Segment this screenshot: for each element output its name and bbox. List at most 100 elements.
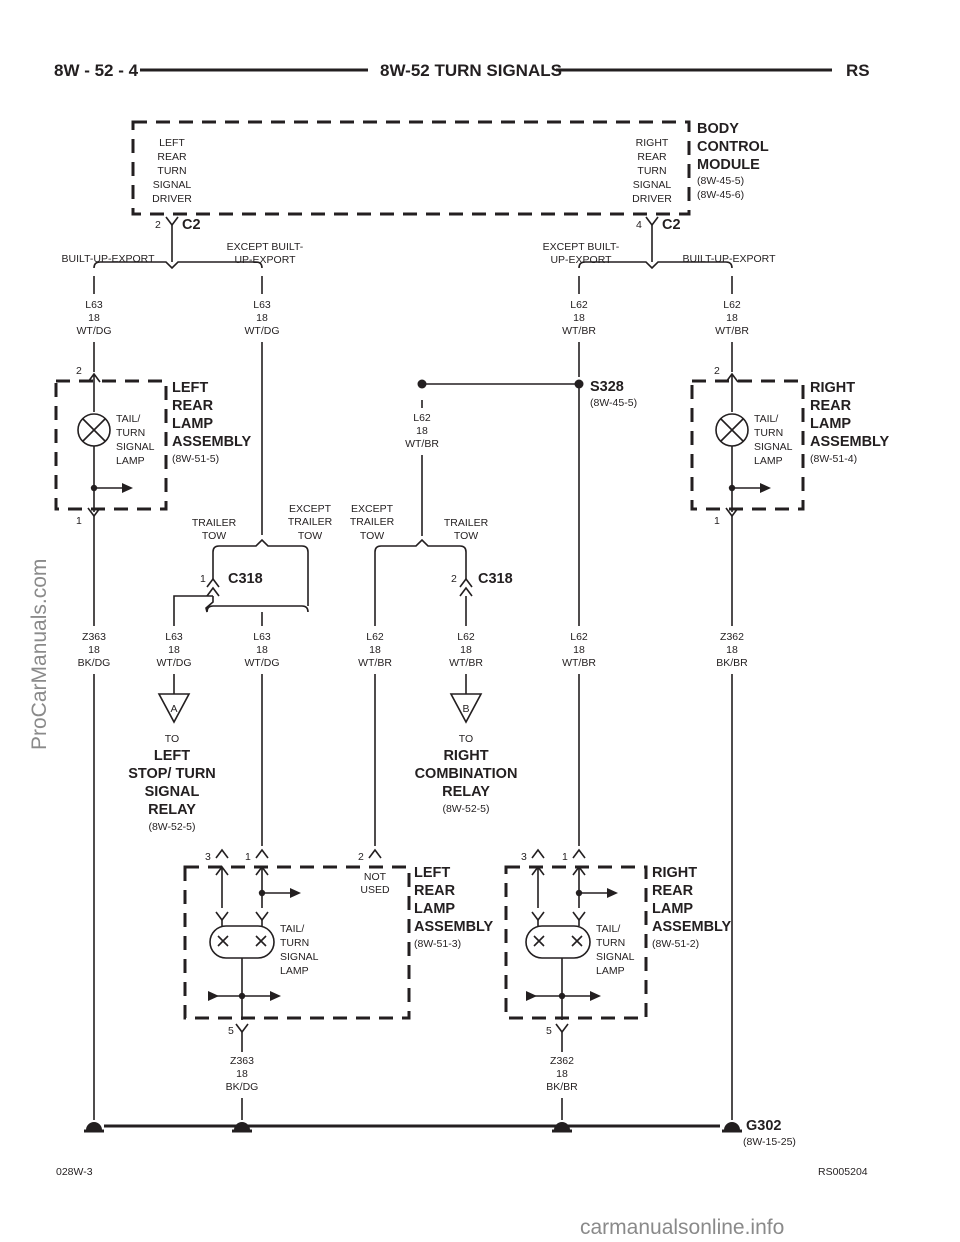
wire-labels-middle: Z363 18 BK/DG L63 18 WT/DG L63 18 WT/DG … xyxy=(78,631,749,669)
c318-pin-2: 2 xyxy=(451,573,457,585)
bcm-right-pin: 4 xyxy=(636,219,642,231)
wire-l63-a-color: WT/DG xyxy=(77,325,112,337)
left-lower-tail-arrow-icon xyxy=(290,888,301,898)
right-lower-bulb-label-3: SIGNAL xyxy=(596,951,635,963)
wire-l62-c-color: WT/BR xyxy=(358,657,392,669)
wire-l62-b-gauge: 18 xyxy=(726,312,738,324)
body-control-module: LEFT REAR TURN SIGNAL DRIVER RIGHT REAR … xyxy=(131,120,769,233)
wire-l63-d-gauge: 18 xyxy=(256,644,268,656)
bcm-outline xyxy=(131,120,691,216)
wire-l62-splice-gauge: 18 xyxy=(416,425,428,437)
right-rear-lamp-assembly-upper: 2 TAIL/ TURN SIGNAL LAMP RIGHT REAR LAMP… xyxy=(690,365,890,626)
right-lower-name-1: RIGHT xyxy=(652,865,697,881)
right-lamp-name-2: REAR xyxy=(810,398,852,414)
left-lower-bulb-icon xyxy=(209,925,275,959)
right-except-trailer-2: TRAILER xyxy=(350,516,395,528)
wire-runs xyxy=(93,342,733,626)
left-lamp-pin-2: 2 xyxy=(76,365,82,377)
left-lamp-ref: (8W-51-5) xyxy=(172,453,219,465)
right-bulb-label-2: TURN xyxy=(754,427,783,439)
right-bulb-label-4: LAMP xyxy=(754,455,783,467)
left-trailer-branch: TRAILER TOW EXCEPT TRAILER TOW 1 C318 xyxy=(173,503,333,626)
c318-right-name: C318 xyxy=(478,571,513,587)
wire-z363-b-color: BK/DG xyxy=(226,1081,259,1093)
right-driver-label-2: REAR xyxy=(637,151,667,163)
footer-right-code: RS005204 xyxy=(818,1166,868,1178)
left-driver-label-1: LEFT xyxy=(159,137,185,149)
wire-l62-c-gauge: 18 xyxy=(369,644,381,656)
page-header: 8W - 52 - 4 8W-52 TURN SIGNALS RS xyxy=(54,61,870,80)
bcm-right-connector: C2 xyxy=(662,217,681,233)
right-relay-name-1: RIGHT xyxy=(443,748,488,764)
wire-z363-b-gauge: 18 xyxy=(236,1068,248,1080)
wire-l62-a: L62 xyxy=(570,299,588,311)
right-except-trailer-1: EXCEPT xyxy=(351,503,394,515)
bcm-left-connector: C2 xyxy=(182,217,201,233)
side-watermark: ProCarManuals.com xyxy=(28,559,51,750)
left-lower-pin-1: 1 xyxy=(245,851,251,863)
bcm-name-3: MODULE xyxy=(697,157,760,173)
wire-l63-c: L63 xyxy=(165,631,183,643)
right-lamp-pin-2: 2 xyxy=(714,365,720,377)
right-lower-ref: (8W-51-2) xyxy=(652,938,699,950)
left-except-trailer-3: TOW xyxy=(298,530,322,542)
left-driver-label-5: DRIVER xyxy=(152,193,192,205)
left-lower-bulb-label-4: LAMP xyxy=(280,965,309,977)
wire-l63-a-gauge: 18 xyxy=(88,312,100,324)
bcm-right-terminal xyxy=(645,216,659,227)
left-lower-bulb-label-1: TAIL/ xyxy=(280,923,304,935)
bottom-watermark: carmanualsonline.info xyxy=(580,1216,784,1239)
wire-runs-lower xyxy=(93,674,733,1120)
left-bulb-label-4: LAMP xyxy=(116,455,145,467)
c318-pin-1: 1 xyxy=(200,573,206,585)
wire-z363-b: Z363 xyxy=(230,1055,254,1067)
ground-ref: (8W-15-25) xyxy=(743,1136,796,1148)
wire-z363-a-gauge: 18 xyxy=(88,644,100,656)
right-relay-name-3: RELAY xyxy=(442,784,490,800)
left-built-up-export-label: BUILT-UP-EXPORT xyxy=(62,253,156,265)
right-driver-label-1: RIGHT xyxy=(636,137,669,149)
right-relay-tag: B xyxy=(462,703,469,715)
wire-l62-d: L62 xyxy=(457,631,475,643)
left-ground-arrow-icon xyxy=(122,483,133,493)
wire-l62-b: L62 xyxy=(723,299,741,311)
left-lower-bulb-label-3: SIGNAL xyxy=(280,951,319,963)
right-lamp-pin-1: 1 xyxy=(714,515,720,527)
right-lower-tail-arrow-icon xyxy=(607,888,618,898)
right-lamp-name-1: RIGHT xyxy=(810,380,855,396)
bcm-left-terminal xyxy=(165,216,179,227)
right-driver-label-4: SIGNAL xyxy=(633,179,672,191)
wire-l63-c-gauge: 18 xyxy=(168,644,180,656)
right-relay-ref: (8W-52-5) xyxy=(442,803,489,815)
bcm-name-2: CONTROL xyxy=(697,139,769,155)
right-rear-lamp-assembly-lower: 3 1 TAIL/ TURN SIGNAL LAMP RIGHT REAR LA… xyxy=(504,848,732,1120)
wire-z362-a-color: BK/BR xyxy=(716,657,748,669)
ground-g302: G302 (8W-15-25) xyxy=(84,1118,796,1148)
left-trailer-tow-2: TOW xyxy=(202,530,226,542)
left-lower-ground-arrow-out-icon xyxy=(270,991,281,1001)
wire-l62-e-color: WT/BR xyxy=(562,657,596,669)
left-lamp-name-4: ASSEMBLY xyxy=(172,434,252,450)
left-lower-not-used-1: NOT xyxy=(364,871,387,883)
left-lower-bulb-label-2: TURN xyxy=(280,937,309,949)
left-lamp-name-2: REAR xyxy=(172,398,214,414)
wire-z362-a-gauge: 18 xyxy=(726,644,738,656)
left-relay-tag: A xyxy=(170,703,177,715)
ground-name: G302 xyxy=(746,1118,781,1134)
left-except-trailer-2: TRAILER xyxy=(288,516,333,528)
wire-l62-d-color: WT/BR xyxy=(449,657,483,669)
wire-l62-d-gauge: 18 xyxy=(460,644,472,656)
wire-l63-b: L63 xyxy=(253,299,271,311)
left-relay-ref: (8W-52-5) xyxy=(148,821,195,833)
right-bulb-label-3: SIGNAL xyxy=(754,441,793,453)
right-lower-name-2: REAR xyxy=(652,883,694,899)
right-lower-bulb-icon xyxy=(525,925,591,959)
right-lower-pin-1: 1 xyxy=(562,851,568,863)
wire-l62-e-gauge: 18 xyxy=(573,644,585,656)
wire-l62-c: L62 xyxy=(366,631,384,643)
left-lower-pin-3: 3 xyxy=(205,851,211,863)
right-relay-name-2: COMBINATION xyxy=(415,766,518,782)
page-number: 8W - 52 - 4 xyxy=(54,61,139,80)
ground-eyelet-icon xyxy=(234,1122,250,1130)
